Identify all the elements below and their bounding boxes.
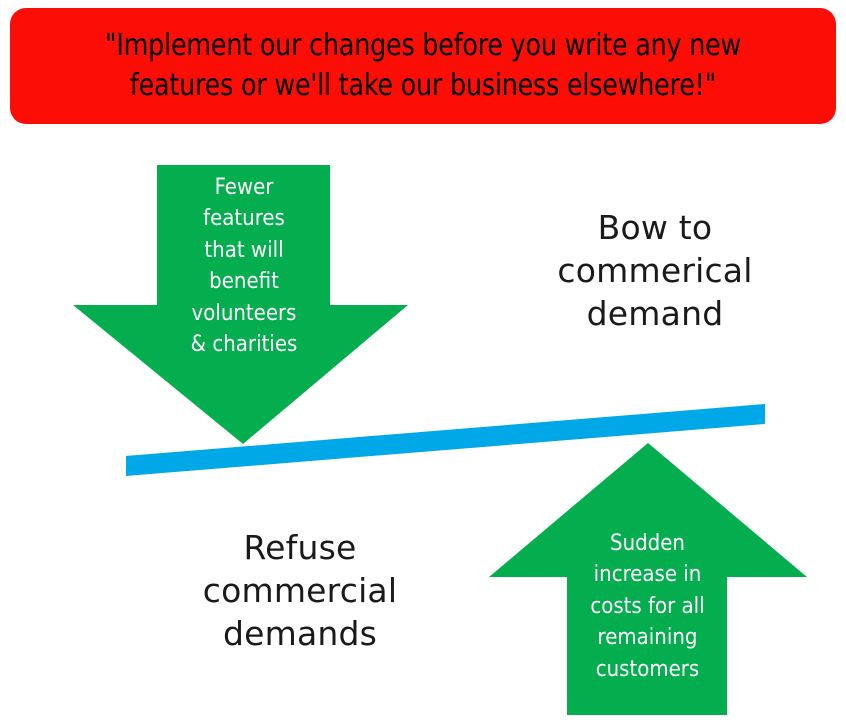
down-arrow-shape: [73, 165, 408, 444]
seesaw-beam: [126, 404, 765, 476]
bow-to-commercial-demand-caption: Bow to commerical demand: [557, 208, 753, 333]
quote-banner-text: "Implement our changes before you write …: [104, 28, 742, 103]
refuse-commercial-demands-caption: Refuse commercial demands: [202, 528, 398, 653]
quote-banner: "Implement our changes before you write …: [10, 8, 836, 124]
up-arrow-label: Sudden increase in costs for all remaini…: [590, 531, 705, 682]
down-arrow-label: Fewer features that will benefit volunte…: [190, 175, 298, 358]
up-arrow-shape: [489, 443, 807, 715]
